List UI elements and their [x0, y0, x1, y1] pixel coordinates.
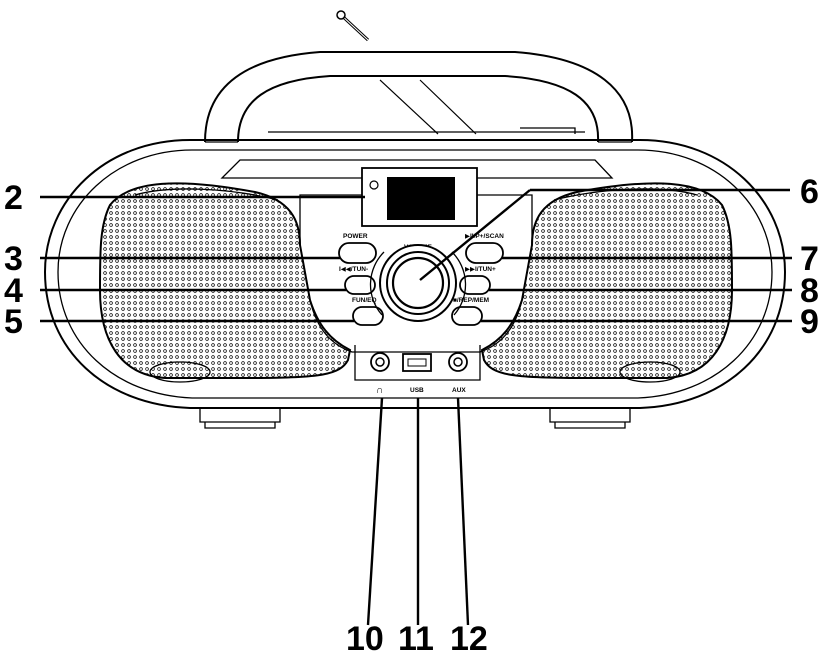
callout-10: 10 [346, 620, 384, 655]
buttons [338, 242, 504, 326]
callout-7: 7 [800, 240, 819, 278]
ir-sensor [369, 180, 379, 190]
prev-tune-button[interactable] [344, 275, 376, 295]
carry-handle [204, 51, 634, 143]
callout-5: 5 [4, 303, 23, 341]
callout-6: 6 [800, 173, 819, 211]
volume-knob[interactable] [369, 244, 467, 322]
prev-tune-label: I◀◀/TUN- [339, 266, 368, 273]
antenna [336, 10, 370, 42]
callout-8: 8 [800, 272, 819, 310]
callout-2: 2 [4, 179, 23, 217]
callout-12: 12 [450, 620, 488, 655]
left-speaker-grille [98, 182, 352, 379]
leader-10 [366, 397, 384, 626]
leader-lines [40, 188, 792, 626]
callout-3: 3 [4, 240, 23, 278]
stop-repeat-label: ■/REP/MEM [453, 297, 489, 304]
control-panel [299, 167, 533, 353]
next-tune-button[interactable] [459, 275, 491, 295]
usb-label: USB [410, 387, 424, 394]
aux-label: AUX [452, 387, 466, 394]
play-scan-label: ▶II/P+/SCAN [465, 233, 504, 240]
leader-12 [456, 397, 470, 626]
play-scan-button[interactable] [465, 242, 504, 264]
func-eq-label: FUN/EQ [352, 297, 377, 304]
callout-4: 4 [4, 272, 23, 310]
power-button[interactable] [338, 242, 377, 264]
func-eq-button[interactable] [352, 306, 384, 326]
callout-numbers: 2 3 4 5 6 7 8 9 10 11 12 [4, 173, 819, 655]
stop-repeat-button[interactable] [451, 306, 483, 326]
callout-11: 11 [398, 620, 434, 655]
power-label: POWER [343, 233, 368, 240]
next-tune-label: ▶▶I/TUN+ [465, 266, 496, 273]
right-speaker-grille [480, 182, 734, 379]
leader-6b [419, 189, 531, 281]
jack-panel: ∩ USB AUX [354, 345, 481, 396]
headphone-icon: ∩ [376, 385, 383, 396]
callout-9: 9 [800, 303, 819, 341]
